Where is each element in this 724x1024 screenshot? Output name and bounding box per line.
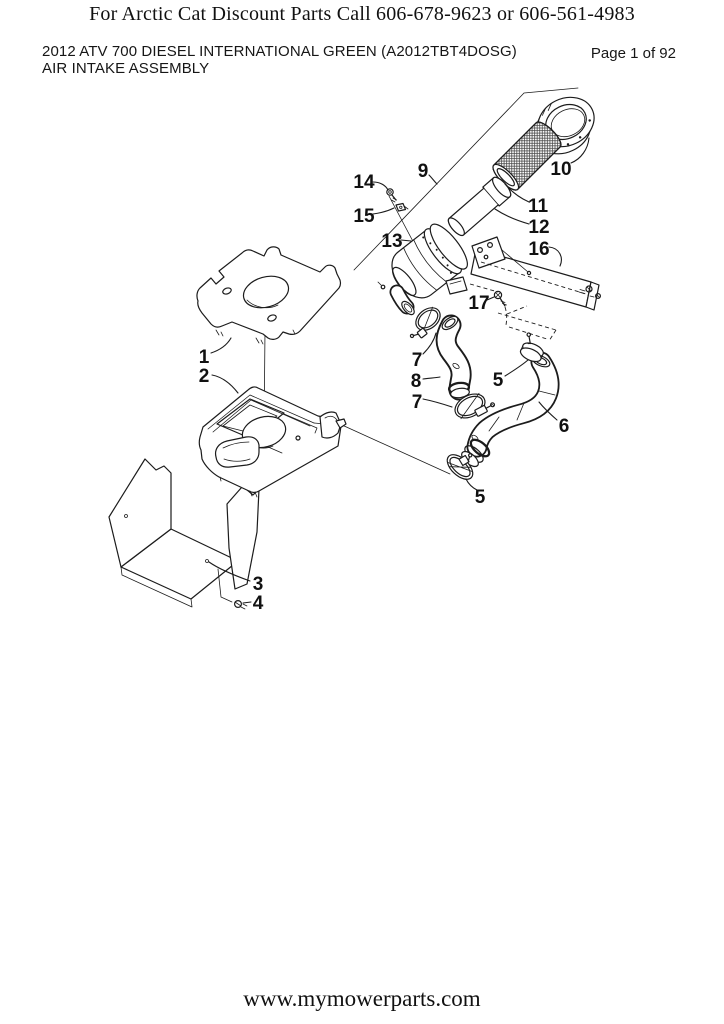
part-5-clamp-lower — [446, 453, 474, 480]
callout-label-5: 5 — [493, 370, 504, 391]
callout-leader-3 — [208, 561, 251, 582]
part-11-air-filter-element — [492, 121, 562, 191]
assembly-axis-line-9 — [353, 87, 579, 271]
callout-label-15: 15 — [353, 206, 375, 227]
callout-leader-1 — [210, 337, 232, 354]
callout-label-7: 7 — [412, 350, 423, 371]
part-4-screw-icon — [234, 599, 248, 610]
callout-leader-13 — [400, 239, 412, 242]
part-2-airbox-base-tray — [198, 386, 347, 498]
callout-leader-4 — [242, 601, 252, 604]
part-7-clamp-lower — [454, 392, 496, 420]
callout-label-1: 1 — [199, 347, 210, 368]
callout-label-5: 5 — [475, 487, 486, 508]
callout-leader-10 — [570, 137, 590, 164]
assembly-title: AIR INTAKE ASSEMBLY — [42, 59, 210, 77]
model-block: 2012 ATV 700 DIESEL INTERNATIONAL GREEN … — [42, 43, 582, 77]
part-8-elbow-hose — [435, 314, 472, 401]
callout-leader-7 — [422, 398, 453, 408]
part-3-lower-bracket — [108, 458, 260, 608]
callout-label-4: 4 — [253, 593, 264, 614]
callout-label-8: 8 — [411, 371, 422, 392]
callout-leader-2 — [211, 374, 239, 394]
callout-leader-7 — [422, 332, 437, 355]
part-1-airbox-cover-plate — [196, 246, 342, 345]
callout-leader-12 — [494, 208, 530, 225]
callout-label-7: 7 — [412, 392, 423, 413]
callout-leader-16 — [548, 246, 562, 267]
tray-to-tube-line — [341, 424, 451, 475]
callout-leader-5 — [465, 478, 478, 491]
callout-leader-8 — [422, 376, 441, 380]
callout-label-11: 11 — [528, 196, 549, 217]
callout-leader-9 — [428, 174, 438, 185]
part-12-intake-tube — [447, 176, 512, 237]
part-5-clamp-right — [519, 332, 544, 363]
callout-label-14: 14 — [353, 172, 375, 193]
callout-leader-11 — [504, 183, 530, 203]
footer-url-link[interactable]: www.mymowerparts.com — [243, 986, 481, 1011]
part-7-clamp-upper — [409, 306, 441, 339]
callout-label-2: 2 — [199, 366, 210, 387]
callout-label-3: 3 — [253, 574, 264, 595]
model-title: 2012 ATV 700 DIESEL INTERNATIONAL GREEN … — [42, 43, 517, 60]
callout-leader-17 — [486, 296, 495, 301]
callout-label-16: 16 — [528, 239, 549, 260]
part-17-screw-icon — [493, 290, 528, 326]
callout-label-12: 12 — [528, 217, 549, 238]
page-indicator: Page 1 of 92 — [590, 45, 676, 62]
callout-leader-15 — [372, 207, 395, 215]
part-16-mounting-bracket — [469, 236, 601, 342]
callout-label-6: 6 — [559, 416, 570, 437]
part-13-air-cleaner-housing — [377, 223, 468, 316]
callout-leader-14 — [372, 181, 389, 191]
part-14-screw-icon — [386, 188, 397, 203]
bracket-screw-icon — [578, 285, 601, 300]
promo-header: For Arctic Cat Discount Parts Call 606-6… — [89, 3, 635, 25]
callout-leader-6 — [538, 401, 558, 421]
callout-label-9: 9 — [418, 161, 429, 182]
callout-label-13: 13 — [381, 231, 402, 252]
callout-label-17: 17 — [468, 293, 489, 314]
callout-label-10: 10 — [550, 159, 571, 180]
callout-leader-5 — [504, 359, 529, 377]
part-15-clip-nut-icon — [395, 202, 409, 212]
